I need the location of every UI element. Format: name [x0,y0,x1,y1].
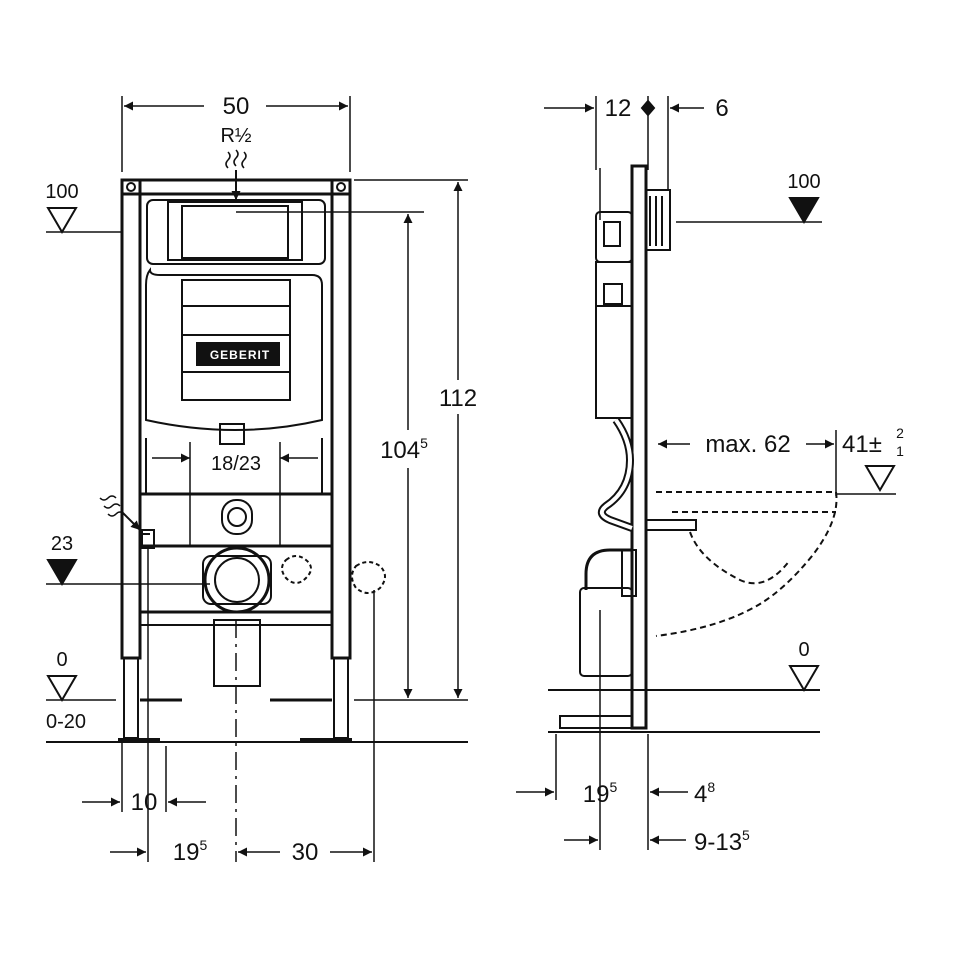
front-width-label: 50 [223,93,250,120]
front-height-inner: 1045 [380,435,428,464]
side-depth-b: 6 [715,95,728,122]
front-left-offset: 10 [131,789,158,816]
front-top-level: 100 [45,181,78,203]
front-cistern [145,199,326,494]
side-floor-level: 0 [798,639,809,661]
side-seat-tol-upper: 2 [896,425,904,441]
front-height-total: 112 [439,385,477,412]
side-wall-depth: 195 [583,779,618,808]
side-wall-range: 9-135 [694,827,750,856]
side-seat-height: 41± [842,431,882,458]
front-fittings [140,499,386,687]
front-water-level: 23 [51,533,73,555]
side-seat-tol-lower: 1 [896,443,904,459]
side-top-level: 100 [787,171,820,193]
side-projection: max. 62 [705,431,790,458]
brand-logo: GEBERIT [210,348,270,362]
front-drain-offset: 30 [292,839,319,866]
side-wall-gap: 48 [694,779,715,808]
front-thread-label: R½ [220,125,251,147]
front-floor-level: 0 [56,649,67,671]
water-supply-icon [99,149,247,517]
side-depth-a: 12 [605,95,632,122]
front-floor-range: 0-20 [46,711,86,733]
front-view [46,96,468,862]
side-view [516,96,896,850]
front-bolt-spacing: 18/23 [211,453,261,475]
front-center-offset: 195 [173,837,208,866]
